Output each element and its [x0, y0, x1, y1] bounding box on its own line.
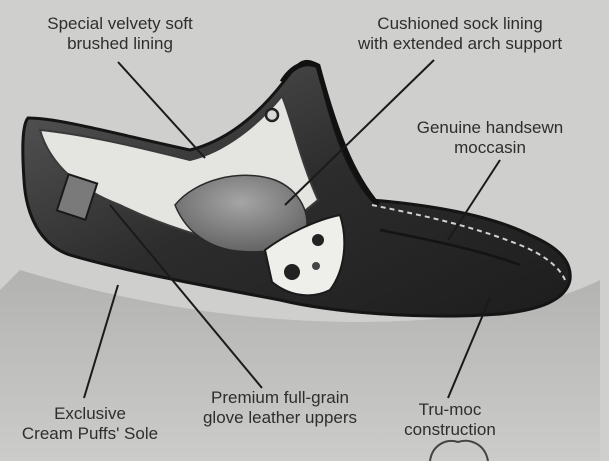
- label-line: Cushioned sock lining: [330, 14, 590, 34]
- panel-dot: [312, 234, 324, 246]
- label-line: Genuine handsewn: [400, 118, 580, 138]
- label-line: brushed lining: [20, 34, 220, 54]
- lace-eyelet: [266, 109, 278, 121]
- label-line: Premium full-grain: [180, 388, 380, 408]
- panel-dot: [284, 264, 300, 280]
- label-construction: Tru-moc construction: [395, 400, 505, 440]
- label-line: Tru-moc: [395, 400, 505, 420]
- label-line: construction: [395, 420, 505, 440]
- label-line: with extended arch support: [330, 34, 590, 54]
- label-velvety-lining: Special velvety soft brushed lining: [20, 14, 220, 54]
- label-uppers: Premium full-grain glove leather uppers: [180, 388, 380, 428]
- label-handsewn: Genuine handsewn moccasin: [400, 118, 580, 158]
- label-line: Special velvety soft: [20, 14, 220, 34]
- label-line: moccasin: [400, 138, 580, 158]
- label-line: Exclusive: [0, 404, 180, 424]
- panel-dot: [312, 262, 320, 270]
- label-line: glove leather uppers: [180, 408, 380, 428]
- label-line: Cream Puffs' Sole: [0, 424, 180, 444]
- label-sock-lining: Cushioned sock lining with extended arch…: [330, 14, 590, 54]
- label-sole: Exclusive Cream Puffs' Sole: [0, 404, 180, 444]
